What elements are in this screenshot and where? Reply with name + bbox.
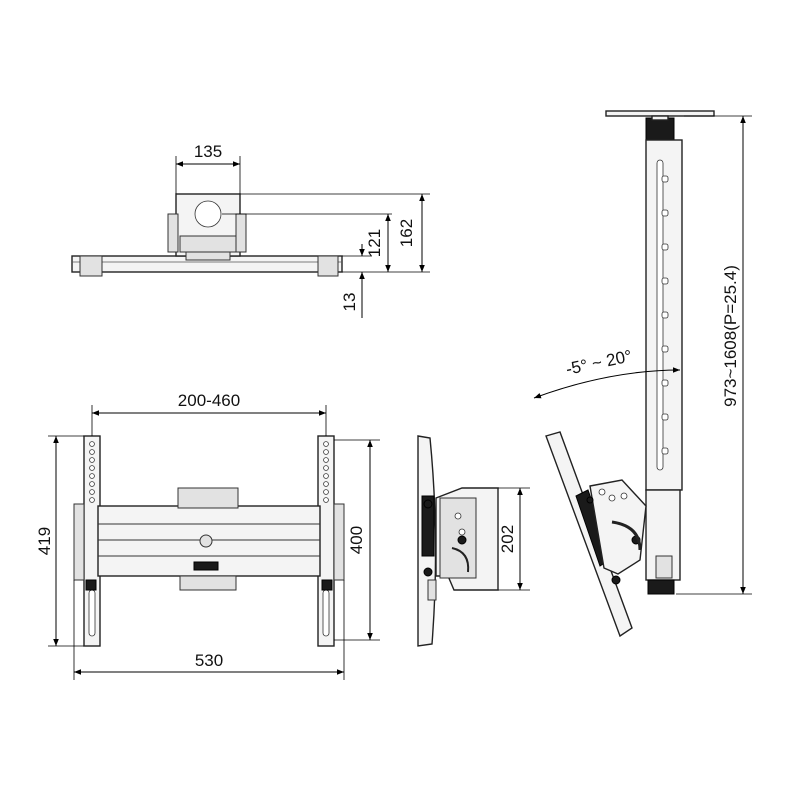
rail-holes bbox=[85, 441, 333, 637]
pole-collar-bottom bbox=[647, 579, 675, 595]
pole-length-label: 973~1608(P=25.4) bbox=[721, 265, 740, 407]
top-view: 135 162 121 13 bbox=[71, 142, 430, 318]
dim-530-label: 530 bbox=[195, 651, 223, 670]
tilt-bracket bbox=[589, 479, 647, 575]
dim-419-label: 419 bbox=[35, 527, 54, 555]
dim-200-460-label: 200-460 bbox=[178, 391, 240, 410]
dim-400-label: 400 bbox=[347, 526, 366, 554]
pole-view: -5° ~ 20° 973~1608(P=25.4) bbox=[533, 110, 752, 638]
ceiling-plate bbox=[605, 110, 715, 117]
front-view: 200-460 419 400 530 bbox=[35, 391, 380, 680]
side-view: 202 bbox=[417, 435, 530, 647]
dim-135-label: 135 bbox=[194, 142, 222, 161]
tilt-arc bbox=[533, 367, 681, 399]
dim-202-label: 202 bbox=[498, 525, 517, 553]
pole-collar-top bbox=[645, 117, 675, 141]
dim-162-label: 162 bbox=[397, 219, 416, 247]
dim-13-label: 13 bbox=[340, 293, 359, 312]
dim-121-label: 121 bbox=[365, 229, 384, 257]
